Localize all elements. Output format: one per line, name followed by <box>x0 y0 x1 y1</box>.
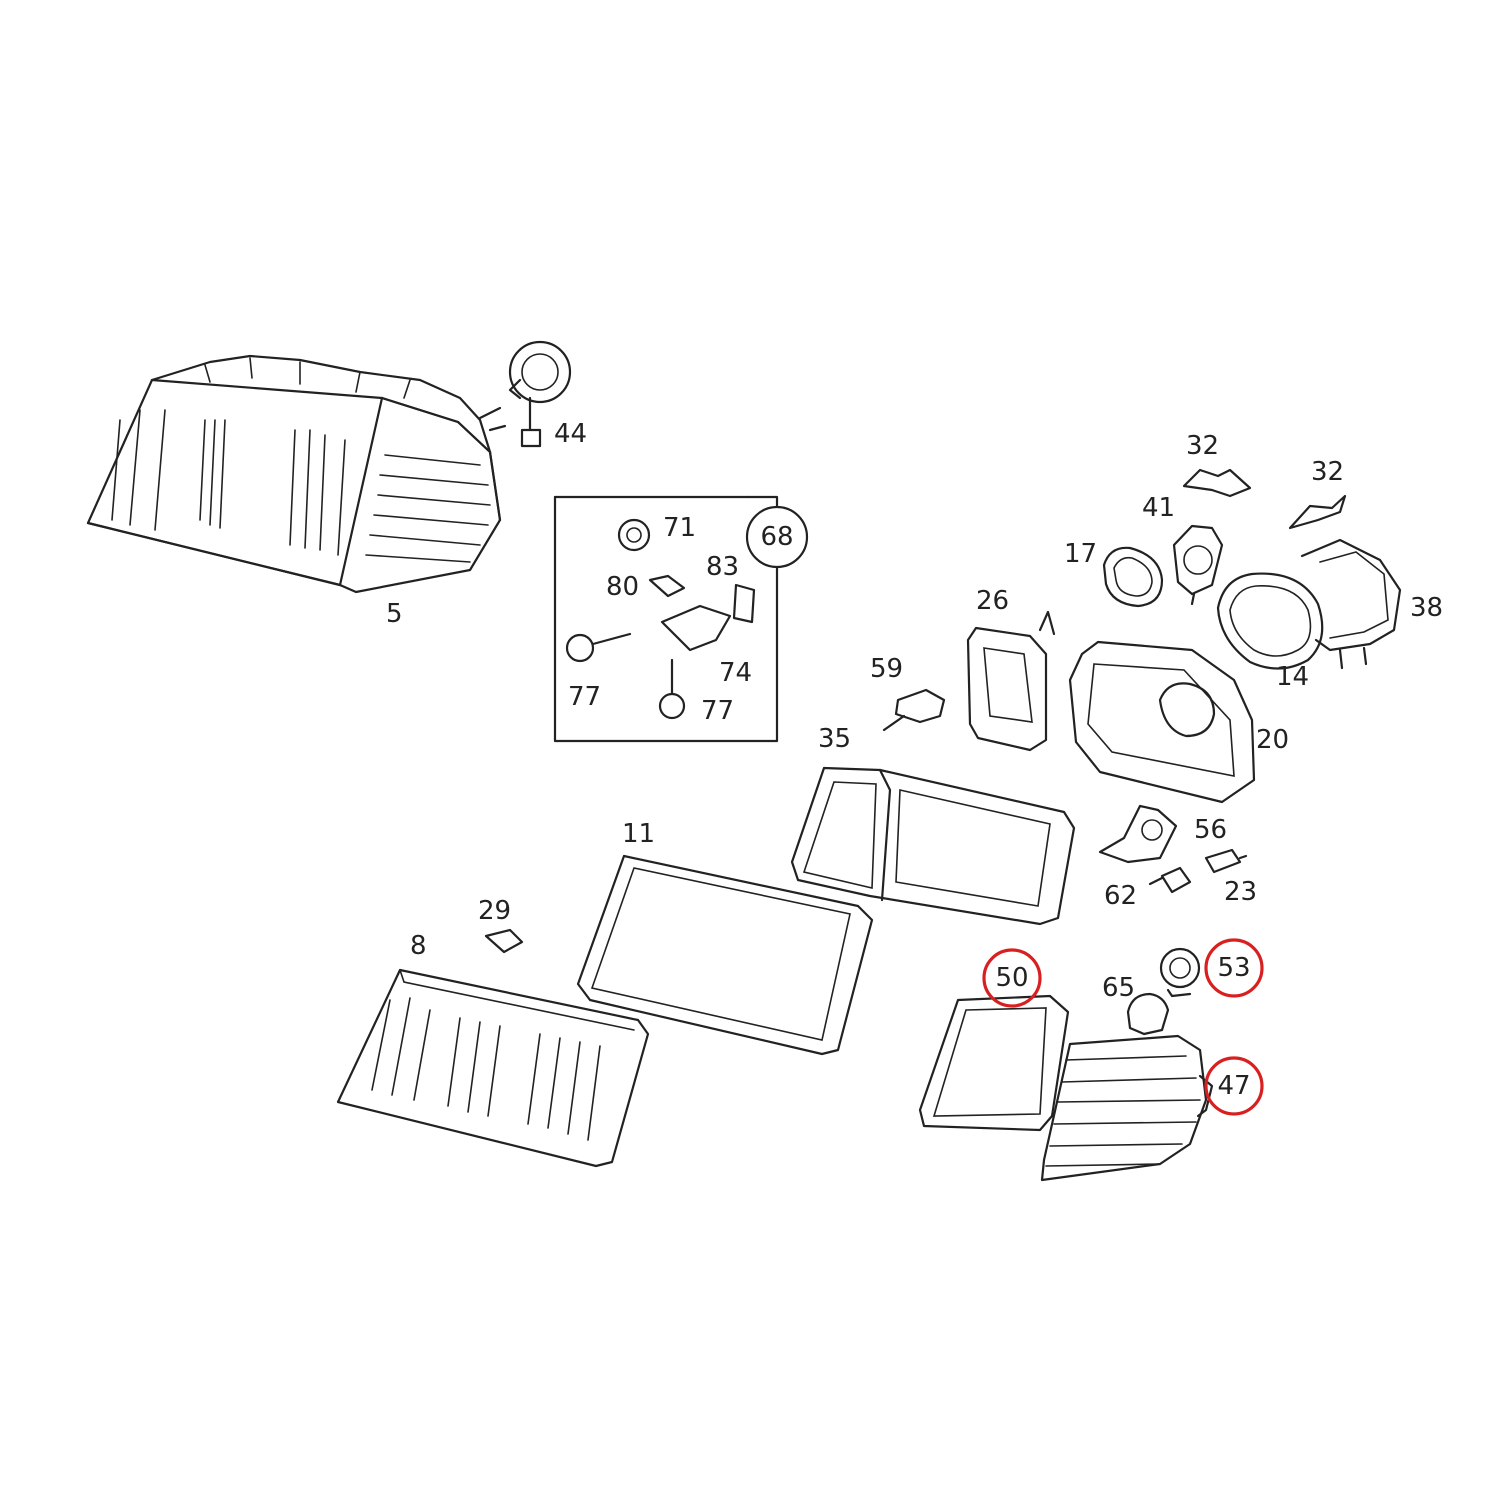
part-53-socket[interactable] <box>1159 947 1201 998</box>
label-80: 80 <box>606 572 639 602</box>
label-11: 11 <box>622 819 655 849</box>
part-59-bulb[interactable] <box>882 688 946 732</box>
label-65: 65 <box>1102 973 1135 1003</box>
part-14-ring-gasket[interactable] <box>1216 572 1324 670</box>
part-11-gasket[interactable] <box>576 854 874 1056</box>
part-5-headlamp-assembly[interactable] <box>86 354 507 594</box>
part-35-frame[interactable] <box>790 766 1076 926</box>
highlighted-callouts: 50 53 47 <box>982 938 1264 1116</box>
label-77a: 77 <box>568 682 601 712</box>
part-56-bulb[interactable] <box>1098 804 1178 864</box>
label-23: 23 <box>1224 877 1257 907</box>
label-35: 35 <box>818 724 851 754</box>
part-8-lens[interactable] <box>336 968 650 1168</box>
part-65-bulb[interactable] <box>1126 992 1170 1036</box>
label-38: 38 <box>1410 593 1443 623</box>
part-74-bracket[interactable] <box>660 604 732 652</box>
part-41-bulb-holder[interactable] <box>1172 524 1224 606</box>
label-29: 29 <box>478 896 511 926</box>
label-59: 59 <box>870 654 903 684</box>
label-20: 20 <box>1256 725 1289 755</box>
label-44: 44 <box>554 419 587 449</box>
part-26-reflector[interactable] <box>966 610 1056 752</box>
part-77-screw-a[interactable] <box>565 632 632 663</box>
part-71-nut[interactable] <box>617 518 651 552</box>
label-47: 47 <box>1217 1071 1250 1101</box>
kit-68-hardware-box[interactable] <box>553 495 809 743</box>
callout-50[interactable]: 50 <box>982 948 1042 1008</box>
label-41: 41 <box>1142 493 1175 523</box>
part-47-indicator-lens[interactable] <box>1040 1034 1214 1182</box>
label-53: 53 <box>1217 953 1250 983</box>
label-26: 26 <box>976 586 1009 616</box>
label-32a: 32 <box>1186 431 1219 461</box>
label-32b: 32 <box>1311 457 1344 487</box>
part-32-gasket-a[interactable] <box>1182 468 1252 498</box>
label-83: 83 <box>706 552 739 582</box>
label-74: 74 <box>719 658 752 688</box>
label-5: 5 <box>386 599 403 629</box>
label-56: 56 <box>1194 815 1227 845</box>
part-38-housing-ring[interactable] <box>1300 538 1402 670</box>
callout-53[interactable]: 53 <box>1204 938 1264 998</box>
part-20-main-reflector[interactable] <box>1068 640 1256 804</box>
label-62: 62 <box>1104 881 1137 911</box>
label-68: 68 <box>760 522 793 552</box>
label-17: 17 <box>1064 539 1097 569</box>
label-8: 8 <box>410 931 427 961</box>
part-32-gasket-b[interactable] <box>1288 494 1347 530</box>
part-29-clip[interactable] <box>484 928 524 954</box>
part-44-adjuster[interactable] <box>508 340 572 448</box>
part-62-bulb[interactable] <box>1148 866 1192 894</box>
part-labels: 5 44 71 68 80 83 74 77 77 32 32 41 17 38… <box>386 419 1443 1003</box>
part-80-clip[interactable] <box>648 574 686 598</box>
callout-47[interactable]: 47 <box>1204 1056 1264 1116</box>
part-23-bulb[interactable] <box>1204 848 1248 874</box>
part-77-screw-b[interactable] <box>658 658 686 720</box>
label-77b: 77 <box>701 696 734 726</box>
part-50-indicator-gasket[interactable] <box>918 994 1070 1132</box>
label-71: 71 <box>663 513 696 543</box>
label-14: 14 <box>1276 662 1309 692</box>
part-83-bracket[interactable] <box>732 583 756 624</box>
part-17-seal[interactable] <box>1102 546 1164 608</box>
label-50: 50 <box>995 963 1028 993</box>
